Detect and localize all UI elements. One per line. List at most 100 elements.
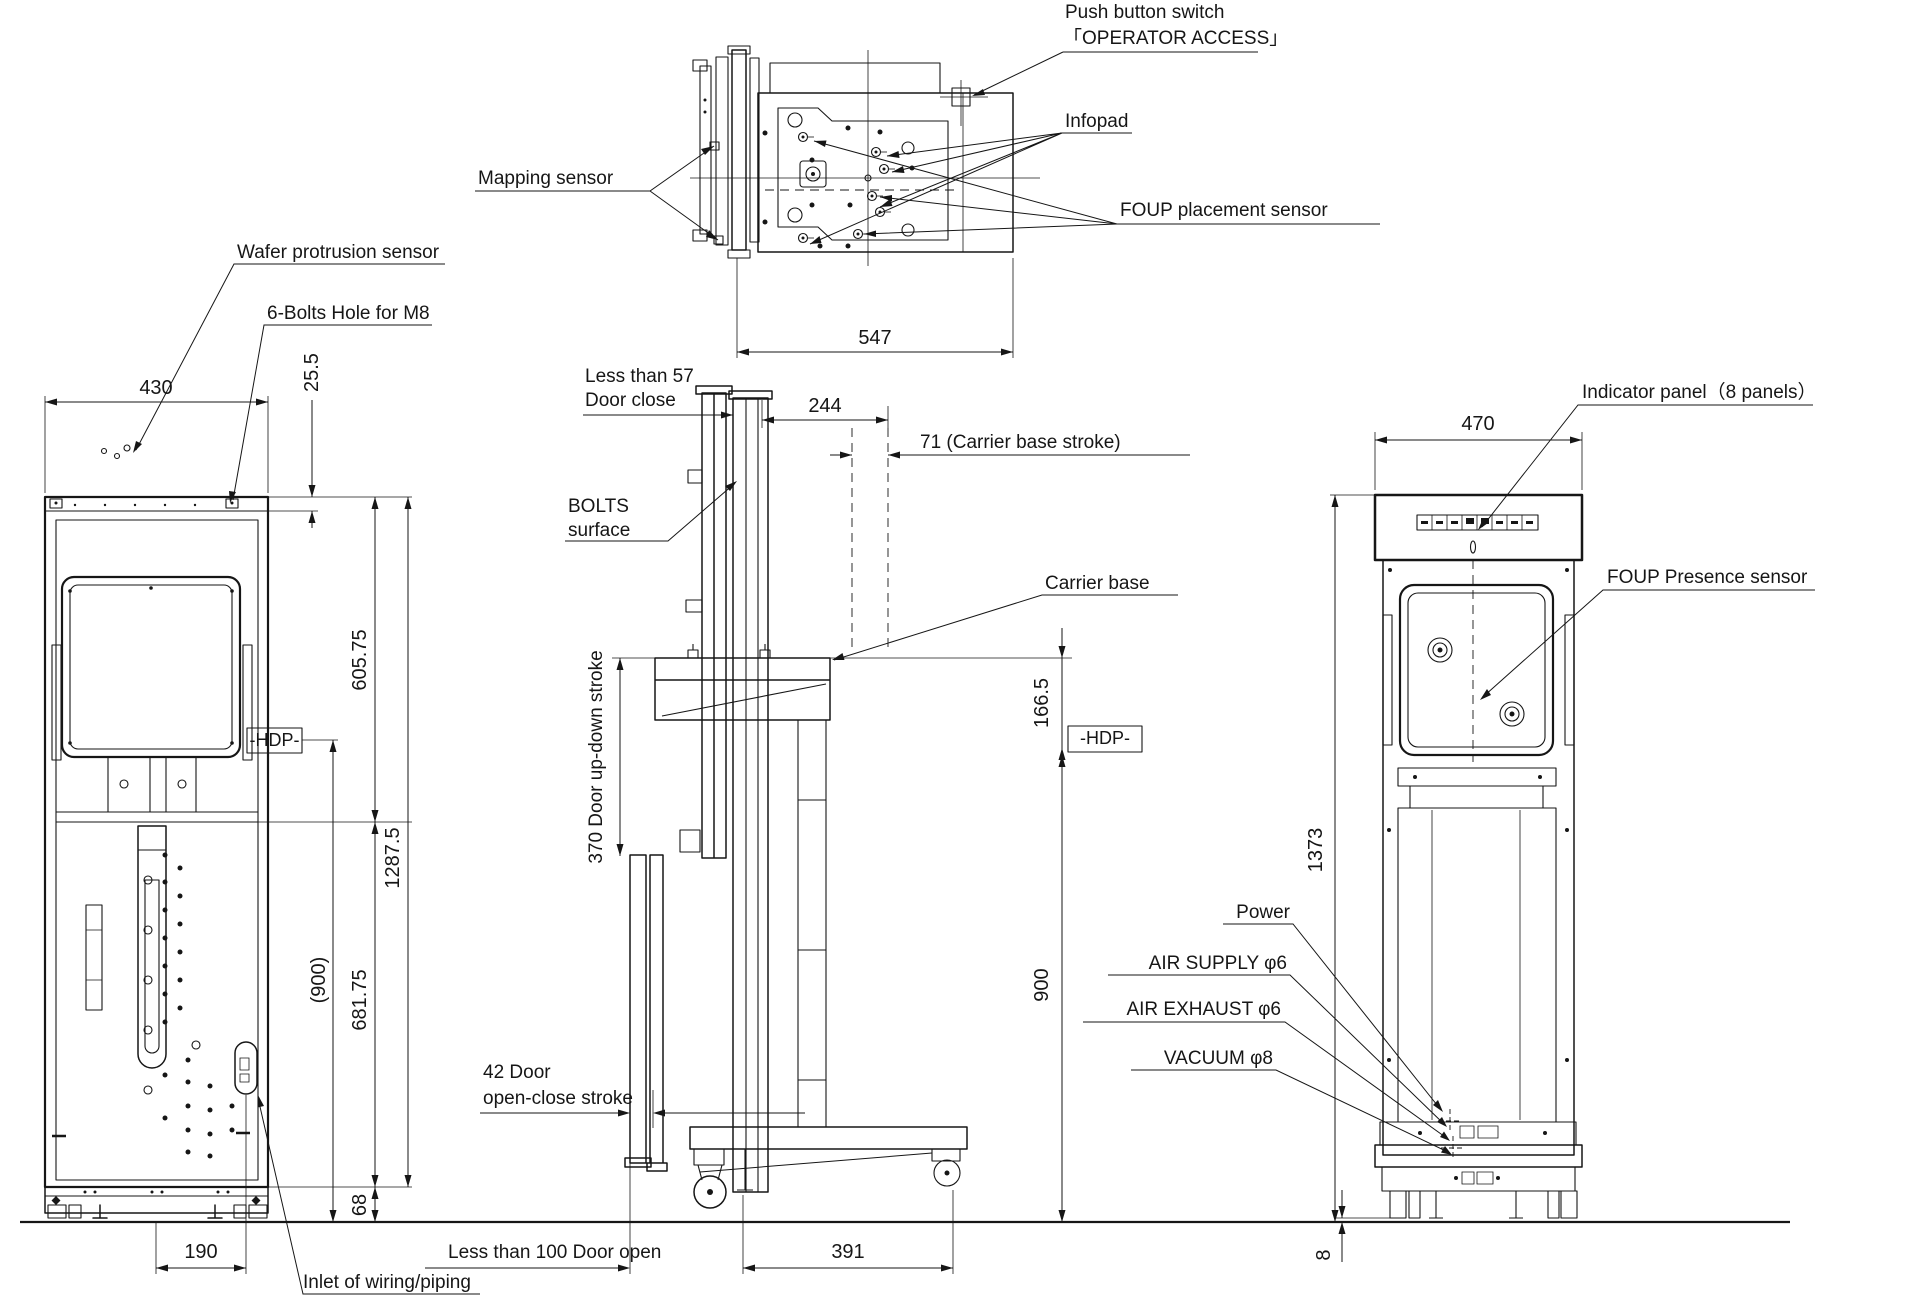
door-open-label: Less than 100 Door open — [448, 1242, 661, 1263]
dim-front-lower: 681.75 — [349, 969, 371, 1030]
dim-front-900ref: (900) — [308, 957, 330, 1004]
front-hole-dots — [143, 852, 235, 1159]
top-plate-dot — [703, 98, 707, 102]
front-base — [44, 1186, 269, 1214]
bolts-hole-leader — [232, 324, 432, 501]
power-leader — [1223, 923, 1442, 1111]
pin — [870, 146, 887, 158]
foup-placement-label: FOUP placement sensor — [1120, 200, 1328, 221]
rear-mid-dot — [1413, 775, 1417, 779]
front-base-diamonds — [51, 1196, 261, 1205]
top-door-plates — [692, 45, 760, 259]
dim-door-updown-stroke: 370 Door up-down stroke — [586, 650, 607, 863]
air-exhaust-label: AIR EXHAUST φ6 — [1126, 999, 1281, 1020]
inlet-label: Inlet of wiring/piping — [303, 1272, 471, 1293]
air-exhaust-leader — [1083, 1021, 1449, 1140]
rear-mid-dot — [1538, 775, 1542, 779]
push-button-label-1: Push button switch — [1065, 2, 1224, 23]
air-supply-label: AIR SUPPLY φ6 — [1149, 953, 1287, 974]
front-caster-axle — [707, 1189, 713, 1195]
front-ext-lines — [44, 396, 412, 1274]
rear-caster-axle — [944, 1170, 950, 1176]
dim-front-upper: 605.75 — [349, 629, 371, 690]
side-frame-inner — [745, 398, 759, 1192]
infopad-leader — [809, 132, 1132, 245]
air-supply-leader — [1108, 974, 1446, 1126]
side-base-slab — [689, 1126, 968, 1150]
side-leveling-foot — [737, 1149, 753, 1191]
center-device-dot — [811, 172, 815, 176]
dim-547-ext — [736, 258, 1014, 358]
front-dim-lines — [45, 400, 409, 1269]
rear-top-band — [1373, 493, 1584, 562]
bolts-surface-arrow — [725, 481, 737, 491]
dim-top-depth: 547 — [858, 327, 891, 349]
front-door-window — [60, 575, 242, 759]
rear-bottom-band-detail — [1459, 1125, 1499, 1139]
carrier-base-label: Carrier base — [1045, 573, 1150, 594]
push-button-arrow — [972, 89, 985, 96]
rear-caster-bracket — [931, 1148, 961, 1162]
center-device — [799, 160, 827, 188]
inlet-arrow — [257, 1095, 264, 1108]
dim-floor-clearance: 8 — [1313, 1249, 1335, 1260]
mapping-sensor-leader — [475, 145, 719, 241]
door-openclose-label-2: open-close stroke — [483, 1088, 633, 1109]
bolts-surface-label-2: surface — [568, 520, 630, 541]
side-frame — [728, 390, 773, 1193]
bolts-hole-label: 6-Bolts Hole for M8 — [267, 303, 430, 324]
top-plate-holes — [787, 112, 915, 237]
rear-lower-panel — [1397, 807, 1557, 1123]
rear-base-upper — [1374, 1144, 1583, 1168]
dim-rear-width: 470 — [1461, 413, 1494, 435]
plate-hole — [787, 207, 803, 223]
rear-band-dot — [1543, 1131, 1547, 1135]
center-device-ring — [805, 166, 821, 182]
front-door-window-inner — [69, 584, 233, 750]
plate-hole — [901, 141, 915, 155]
front-door-rails — [51, 644, 253, 761]
inlet-detail — [239, 1057, 250, 1083]
inlet-oval — [234, 1041, 258, 1095]
push-button-leader — [973, 51, 1258, 96]
front-door-mechanism — [107, 756, 197, 813]
dim-front-base: 68 — [349, 1194, 371, 1216]
top-sub-plate — [769, 62, 941, 94]
utility-port-crosses — [1438, 1109, 1465, 1160]
carrier-base-arrow — [832, 653, 845, 660]
front-caster-bracket — [693, 1148, 725, 1166]
vacuum-leader — [1131, 1069, 1451, 1154]
rear-leveling-feet — [1429, 1191, 1523, 1219]
vacuum-label: VACUUM φ8 — [1164, 1048, 1273, 1069]
wafer-sensor-leader — [135, 263, 445, 451]
vacuum-arrow — [1441, 1146, 1452, 1155]
rear-base-lower — [1381, 1166, 1576, 1192]
front-dim-arrows — [45, 398, 412, 1272]
dim-front-bolts-offset: 25.5 — [301, 353, 323, 392]
rear-band-dot — [1418, 1131, 1422, 1135]
carrier-base-leader — [833, 594, 1178, 661]
top-small-dots — [762, 125, 915, 249]
dim-side-depth: 244 — [808, 395, 841, 417]
wafer-sensor-arrow — [133, 441, 142, 453]
wafer-sensor-label: Wafer protrusion sensor — [237, 242, 440, 263]
dim-front-inlet-offset: 190 — [184, 1241, 217, 1263]
top-pins — [797, 131, 895, 244]
rear-side-rails — [1382, 614, 1575, 746]
rear-body-outline — [1382, 559, 1575, 1156]
rear-foup-panel — [1398, 583, 1555, 757]
dim-carrier-height: 166.5 — [1031, 678, 1053, 728]
front-view: -HDP- 430 25.5 605.75 1287.5 (900) 681.7… — [43, 242, 480, 1295]
dim-rear-height: 1373 — [1305, 828, 1327, 873]
wafer-sensor-marks — [100, 444, 131, 460]
rear-foup-panel-inner — [1407, 592, 1546, 748]
foup-presence-sensor-top — [1427, 637, 1453, 663]
pin — [797, 131, 814, 143]
rear-caster-wheel — [933, 1159, 961, 1187]
foup-presence-leader — [1483, 589, 1815, 697]
front-bracket-lines — [86, 929, 102, 981]
pin — [878, 163, 895, 175]
indicator-arrow — [1478, 518, 1488, 530]
